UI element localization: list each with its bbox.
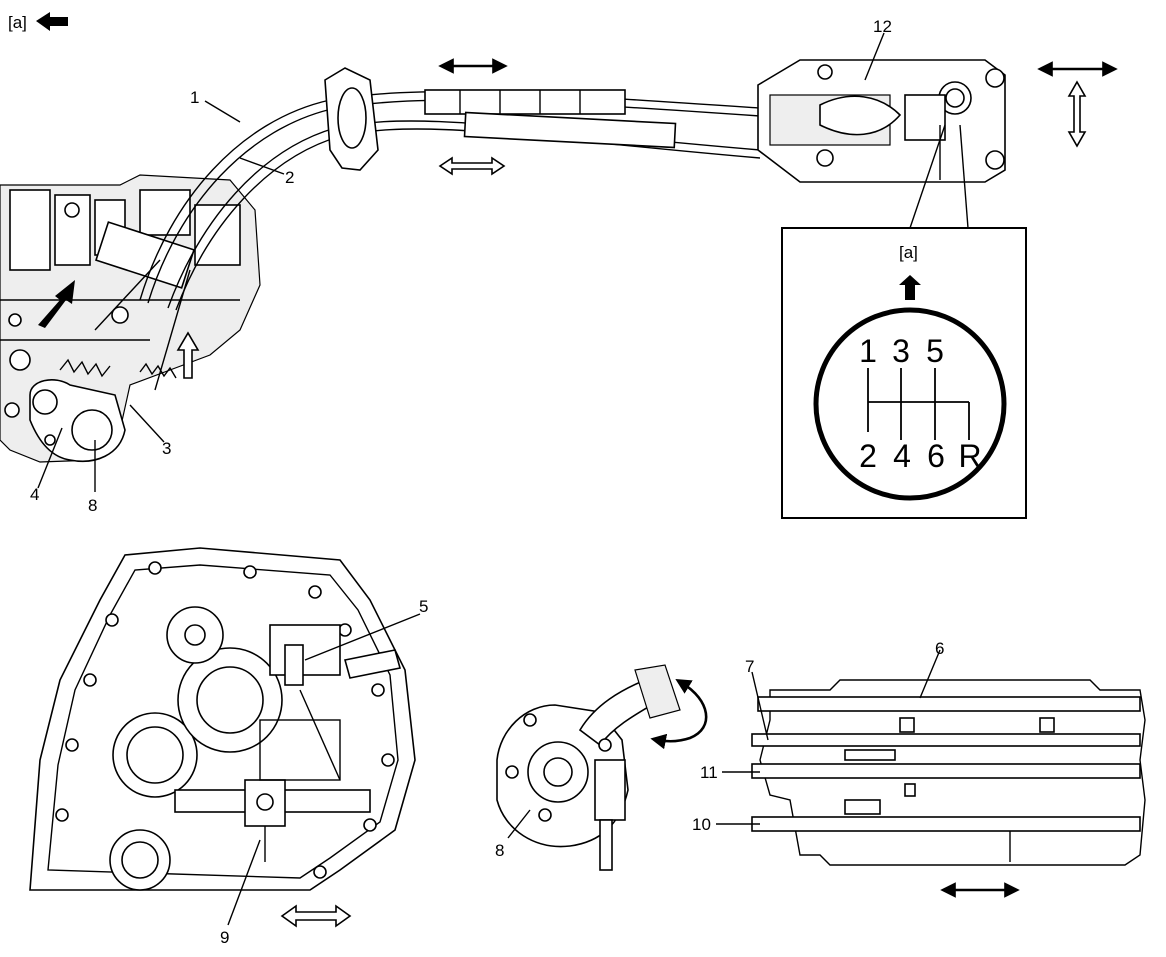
callout-8-upper: 8: [88, 496, 97, 515]
callout-9: 9: [220, 928, 229, 947]
spring-2: [139, 362, 177, 379]
shift-direction-arrow: [176, 331, 200, 379]
gear-label-6: 6: [927, 438, 945, 474]
transmission-upper-assembly: [0, 174, 261, 463]
selector-housing: [496, 664, 681, 871]
shift-rail-11: [751, 763, 1141, 779]
inset-frame: [781, 227, 1027, 519]
shifter-arrows: [1037, 61, 1118, 148]
shift-rail-10: [751, 816, 1141, 832]
callout-3: 3: [162, 439, 171, 458]
cable-sleeve-2: [463, 111, 677, 149]
callout-8-lower: 8: [495, 841, 504, 860]
gear-label-r: R: [958, 438, 981, 474]
callout-5: 5: [419, 597, 428, 616]
rotation-arrow: [650, 678, 708, 750]
gear-label-3: 3: [892, 333, 910, 369]
gear-label-1: 1: [859, 333, 877, 369]
callout-1: 1: [190, 88, 199, 107]
shifter-assembly: [757, 59, 1006, 183]
left-arrow-icon: [36, 12, 68, 31]
case-bottom-arrow: [280, 904, 352, 928]
shift-rail-assembly: [751, 679, 1146, 866]
shift-pattern-inset: [a] 1 3 5 2 4 6 R: [781, 124, 1027, 519]
cable-arrows: [438, 58, 508, 176]
spring-1: [59, 358, 111, 378]
select-direction-arrow: [38, 280, 75, 328]
inset-label-a: [a]: [899, 243, 918, 262]
view-direction-marker: [a]: [8, 12, 68, 32]
transmission-case: [29, 547, 416, 891]
shift-rail-7: [751, 733, 1141, 747]
up-arrow-icon: [899, 275, 921, 300]
callout-6: 6: [935, 639, 944, 658]
callout-leaders: [37, 32, 941, 926]
callout-7: 7: [745, 657, 754, 676]
shift-rail-6: [757, 696, 1141, 712]
callout-2: 2: [285, 168, 294, 187]
callout-10: 10: [692, 815, 711, 834]
control-cables: [139, 67, 761, 311]
shift-knob-outline: [813, 307, 1007, 501]
callout-12: 12: [873, 17, 892, 36]
view-label-a: [a]: [8, 13, 27, 32]
callout-11: 11: [700, 763, 718, 782]
gear-label-2: 2: [859, 438, 877, 474]
callout-labels: 1 2 3 4 5 6 7 8 8 9 10 11 12: [30, 17, 944, 947]
cable-sleeve-1: [424, 89, 626, 115]
callout-4: 4: [30, 485, 39, 504]
gear-label-5: 5: [926, 333, 944, 369]
gear-label-4: 4: [893, 438, 911, 474]
